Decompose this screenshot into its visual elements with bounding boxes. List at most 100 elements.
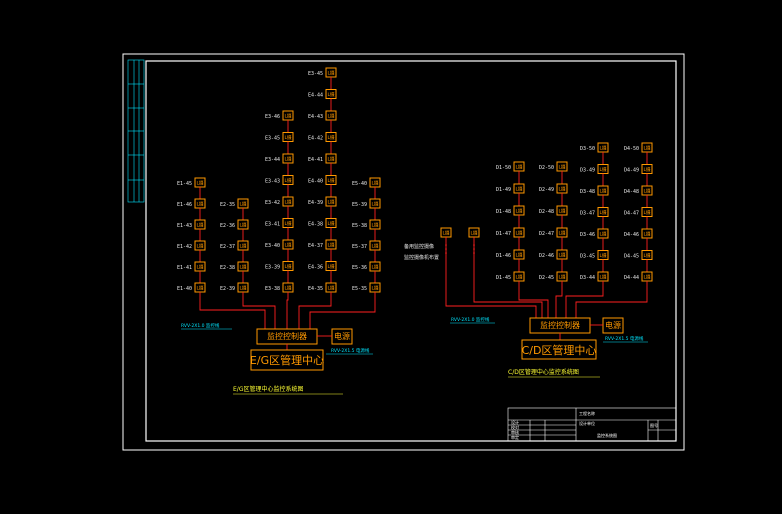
camera-id-label: E3-43 xyxy=(265,179,280,185)
tb-drawing-title: 监控系统图 xyxy=(597,432,617,438)
camera-box-label: L摄 xyxy=(599,274,607,281)
camera-box-label: L摄 xyxy=(599,231,607,238)
camera-box-label: L摄 xyxy=(284,285,292,292)
camera-id-label: E3-40 xyxy=(265,243,280,249)
camera-id-label: D1-45 xyxy=(496,275,511,281)
camera-box-label: L摄 xyxy=(196,222,204,229)
camera-box-label: L摄 xyxy=(643,231,651,238)
right-cable-1: RVV-2X1.0 监控线 xyxy=(451,316,490,323)
right-power-label: 电源 xyxy=(605,320,621,330)
camera-id-label: D3-48 xyxy=(580,189,595,195)
camera-box-label: L摄 xyxy=(239,222,247,229)
camera-id-label: E4-37 xyxy=(308,243,323,249)
camera-box-label: L摄 xyxy=(239,264,247,271)
camera-id-label: D3-45 xyxy=(580,254,595,260)
camera-box-label: L摄 xyxy=(643,166,651,173)
left-center-label: E/G区管理中心 xyxy=(250,353,324,367)
camera-id-label: E3-44 xyxy=(265,157,280,163)
camera-id-label: D4-50 xyxy=(624,146,639,152)
camera-id-label: E3-45 xyxy=(308,71,323,77)
camera-box-label: L摄 xyxy=(371,285,379,292)
camera-id-label: D1-46 xyxy=(496,253,511,259)
camera-box-label: L摄 xyxy=(327,156,335,163)
camera-box-label: L摄 xyxy=(643,274,651,281)
camera-id-label: E4-40 xyxy=(308,179,323,185)
camera-box-label: L摄 xyxy=(239,243,247,250)
right-note-2: 监控摄像机布置 xyxy=(404,254,439,261)
camera-id-label: E4-42 xyxy=(308,136,323,142)
title-block: 工程名称 设计单位 监控系统图 图号 设计 校对 审核 审定 xyxy=(507,407,677,442)
right-controller-label: 监控控制器 xyxy=(540,320,580,330)
left-power-label: 电源 xyxy=(334,331,350,341)
camera-box-label: L摄 xyxy=(284,199,292,206)
camera-id-label: E1-46 xyxy=(177,202,192,208)
camera-box-label: L摄 xyxy=(643,209,651,216)
camera-id-label: D4-49 xyxy=(624,168,639,174)
camera-box-label: L摄 xyxy=(371,264,379,271)
camera-box-label: L摄 xyxy=(371,222,379,229)
camera-box-label: L摄 xyxy=(284,113,292,120)
camera-id-label: E3-39 xyxy=(265,265,280,271)
camera-id-label: E4-39 xyxy=(308,200,323,206)
camera-box-label: L摄 xyxy=(327,242,335,249)
tb-row-3: 审定 xyxy=(511,434,519,440)
camera-id-label: E4-38 xyxy=(308,222,323,228)
camera-box-label: L摄 xyxy=(558,208,566,215)
binding-strip xyxy=(127,59,145,203)
inner-border xyxy=(145,60,677,442)
camera-id-label: E3-41 xyxy=(265,222,280,228)
camera-box-label: L摄 xyxy=(558,230,566,237)
camera-box-label: L摄 xyxy=(558,186,566,193)
camera-id-label: D3-46 xyxy=(580,232,595,238)
camera-box-label: L摄 xyxy=(327,134,335,141)
camera-id-label: E4-35 xyxy=(308,286,323,292)
camera-box-label: L摄 xyxy=(371,243,379,250)
camera-box-label: L摄 xyxy=(284,242,292,249)
camera-id-label: D4-46 xyxy=(624,232,639,238)
camera-box-label: L摄 xyxy=(515,230,523,237)
camera-id-label: D2-49 xyxy=(539,187,554,193)
camera-id-label: E2-38 xyxy=(220,265,235,271)
camera-id-label: E5-40 xyxy=(352,181,367,187)
camera-id-label: E1-42 xyxy=(177,244,192,250)
tb-row-0: 设计 xyxy=(511,419,519,425)
camera-box-label: L摄 xyxy=(327,113,335,120)
camera-box-label: L摄 xyxy=(327,70,335,77)
camera-id-label: D4-44 xyxy=(624,275,639,281)
camera-id-label: E4-44 xyxy=(308,93,323,99)
camera-box-label: L摄 xyxy=(327,220,335,227)
camera-id-label: E2-39 xyxy=(220,286,235,292)
camera-box-label: L摄 xyxy=(196,201,204,208)
camera-box-label: L摄 xyxy=(515,186,523,193)
camera-id-label: D3-50 xyxy=(580,146,595,152)
camera-box-label: L摄 xyxy=(558,274,566,281)
camera-box-label: L摄 xyxy=(284,156,292,163)
camera-box-label: L摄 xyxy=(196,285,204,292)
camera-box-label: L摄 xyxy=(558,164,566,171)
tb-row-1: 校对 xyxy=(511,424,519,430)
camera-box-label: L摄 xyxy=(284,220,292,227)
camera-box-label: L摄 xyxy=(599,166,607,173)
camera-id-label: E5-36 xyxy=(352,265,367,271)
camera-box-label: L摄 xyxy=(470,230,478,237)
camera-id-label: E2-37 xyxy=(220,244,235,250)
camera-id-label: D1-47 xyxy=(496,231,511,237)
camera-box-label: L摄 xyxy=(239,201,247,208)
camera-box-label: L摄 xyxy=(515,252,523,259)
camera-id-label: D1-50 xyxy=(496,165,511,171)
camera-id-label: E3-38 xyxy=(265,286,280,292)
tb-design-unit: 设计单位 xyxy=(579,420,595,426)
camera-id-label: E3-45 xyxy=(265,136,280,142)
camera-box-label: L摄 xyxy=(515,164,523,171)
camera-box-label: L摄 xyxy=(599,145,607,152)
camera-box-label: L摄 xyxy=(371,180,379,187)
camera-box-label: L摄 xyxy=(196,264,204,271)
camera-box-label: L摄 xyxy=(599,188,607,195)
camera-box-label: L摄 xyxy=(643,188,651,195)
camera-id-label: D4-48 xyxy=(624,189,639,195)
camera-box-label: L摄 xyxy=(196,243,204,250)
camera-box-label: L摄 xyxy=(284,134,292,141)
camera-id-label: D2-45 xyxy=(539,275,554,281)
camera-id-label: E4-36 xyxy=(308,265,323,271)
